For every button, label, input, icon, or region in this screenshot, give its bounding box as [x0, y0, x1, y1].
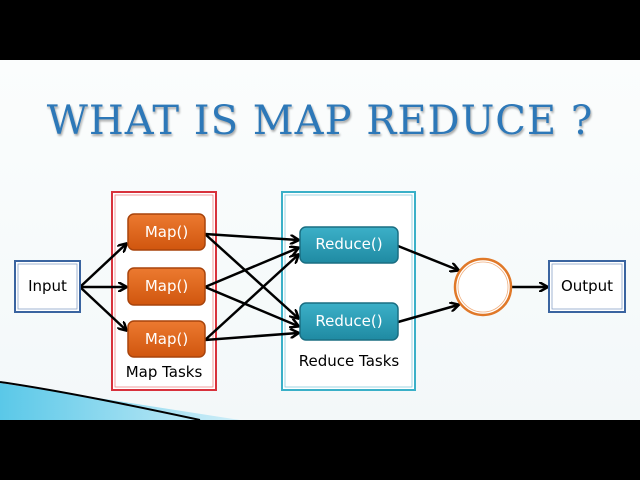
svg-text:Reduce(): Reduce(): [315, 312, 382, 330]
merge-circle: [453, 257, 513, 317]
reduce-node: Reduce(): [299, 226, 399, 264]
svg-text:Map(): Map(): [145, 277, 188, 295]
output-box: Output: [548, 260, 626, 313]
input-box: Input: [14, 260, 81, 313]
map-tasks-label: Map Tasks: [126, 363, 203, 381]
svg-text:Map(): Map(): [145, 330, 188, 348]
slide: WHAT IS MAP REDUCE ?: [0, 60, 640, 420]
svg-text:Reduce(): Reduce(): [315, 235, 382, 253]
map-node: Map(): [127, 267, 206, 306]
slide-title: WHAT IS MAP REDUCE ?: [46, 98, 594, 144]
reduce-tasks-group: [281, 191, 416, 391]
mapreduce-diagram: Input Map() Map() Map() Map Tasks Reduce…: [0, 191, 626, 420]
output-label: Output: [561, 277, 613, 295]
input-label: Input: [28, 277, 67, 295]
flow-arrows: [79, 232, 547, 342]
reduce-tasks-label: Reduce Tasks: [299, 352, 400, 370]
map-node: Map(): [127, 213, 206, 251]
reduce-node: Reduce(): [299, 302, 399, 341]
svg-text:Map(): Map(): [145, 223, 188, 241]
map-node: Map(): [127, 320, 206, 358]
